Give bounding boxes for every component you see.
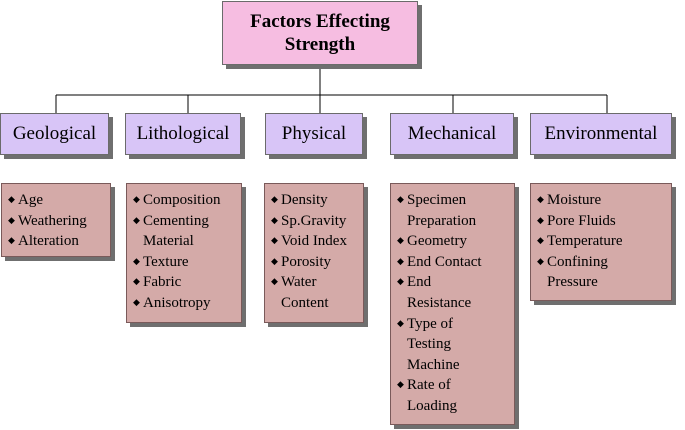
list-mechanical: Specimen Preparation Geometry End Contac… (390, 183, 515, 425)
list-item: Anisotropy (133, 293, 237, 314)
root-node: Factors Effecting Strength (222, 1, 418, 65)
list-item: Sp.Gravity (271, 211, 359, 232)
list-item: Porosity (271, 252, 359, 273)
list-geological: Age Weathering Alteration (1, 183, 111, 257)
category-label: Physical (281, 123, 347, 144)
category-lithological: Lithological (125, 113, 241, 155)
category-geological: Geological (0, 113, 109, 155)
category-label: Geological (12, 123, 97, 144)
list-item: Temperature (537, 231, 667, 252)
category-physical: Physical (265, 113, 363, 155)
list-physical: Density Sp.Gravity Void Index Porosity W… (264, 183, 364, 323)
list-environmental: Moisture Pore Fluids Temperature Confini… (530, 183, 672, 301)
list-item: Density (271, 190, 359, 211)
list-item: Pore Fluids (537, 211, 667, 232)
category-label: Mechanical (407, 123, 497, 144)
category-environmental: Environmental (530, 113, 672, 155)
list-item: Cementing Material (133, 211, 237, 252)
category-mechanical: Mechanical (390, 113, 514, 155)
category-label: Environmental (544, 123, 658, 144)
list-item: Specimen Preparation (397, 190, 487, 231)
list-item: Age (8, 190, 106, 211)
list-item: Confining Pressure (537, 252, 627, 293)
list-item: Rate of Loading (397, 375, 477, 416)
list-item: Void Index (271, 231, 359, 252)
root-title-line2: Strength (284, 34, 356, 55)
list-item: Composition (133, 190, 237, 211)
category-label: Lithological (136, 123, 230, 144)
list-item: Type of Testing Machine (397, 314, 477, 376)
list-lithological: Composition Cementing Material Texture F… (126, 183, 242, 323)
list-item: Fabric (133, 272, 237, 293)
list-item: End Contact (397, 252, 510, 273)
list-item: Alteration (8, 231, 106, 252)
list-item: End Resistance (397, 272, 487, 313)
list-item: Texture (133, 252, 237, 273)
list-item: Geometry (397, 231, 510, 252)
list-item: Weathering (8, 211, 106, 232)
list-item: Water Content (271, 272, 343, 313)
list-item: Moisture (537, 190, 667, 211)
root-title-line1: Factors Effecting (250, 11, 390, 32)
